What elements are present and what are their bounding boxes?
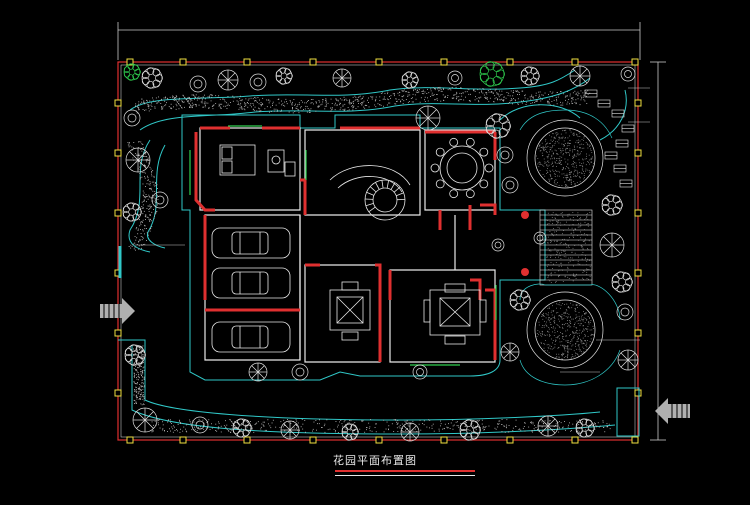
tree-icon (218, 70, 238, 90)
tree-icon (612, 272, 633, 293)
tree-icon (521, 67, 539, 85)
tree-icon (401, 423, 419, 441)
parking-area (212, 228, 290, 352)
tree-icon (600, 233, 624, 257)
circular-fountain-icon (520, 110, 620, 385)
tree-icon (249, 363, 267, 381)
tree-icon (538, 416, 558, 436)
entry-arrow-right-icon (617, 388, 690, 436)
tree-icon (621, 67, 635, 81)
structural-walls (196, 128, 495, 362)
tree-icon (602, 195, 623, 216)
tree-icon (497, 147, 513, 163)
spiral-stair-icon (330, 166, 410, 220)
tree-icon (126, 148, 150, 172)
exterior-walls (200, 128, 495, 362)
landscape-planting (123, 62, 638, 441)
tree-icon (618, 350, 638, 370)
tree-icon (492, 239, 504, 251)
tree-icon (413, 365, 427, 379)
drawing-title: 花园平面布置图 (300, 452, 450, 468)
house-outline (182, 115, 545, 380)
tree-icon (576, 419, 594, 437)
tree-icon (123, 203, 141, 221)
garden-path (118, 70, 626, 434)
tree-icon (142, 68, 163, 89)
tree-icon (292, 364, 308, 380)
tree-icon (333, 69, 351, 87)
tree-icon (416, 106, 440, 130)
bed-icon (220, 145, 295, 176)
tree-icon (501, 343, 519, 361)
tree-icon (250, 74, 266, 90)
stepping-stones (585, 90, 634, 187)
tree-icon (276, 68, 292, 85)
tree-icon (233, 419, 251, 437)
tree-icon (502, 177, 518, 193)
tree-icon (133, 408, 157, 432)
tree-icon (281, 421, 299, 439)
tree-icon (124, 110, 140, 126)
tree-icon (342, 424, 358, 441)
title-underline-red (335, 470, 475, 472)
tree-icon (486, 114, 511, 139)
sofa-set-icon (330, 282, 486, 344)
tree-icon (190, 76, 206, 92)
tree-icon (570, 66, 590, 86)
round-dining-table-icon (431, 138, 493, 197)
tree-icon (152, 192, 168, 208)
tree-icon (402, 72, 418, 89)
tree-icon (448, 71, 462, 85)
tree-icon (124, 64, 140, 81)
title-underline-white (335, 475, 475, 476)
green-partition-lines (190, 126, 496, 365)
tree-icon (480, 62, 505, 87)
car-icon (212, 322, 290, 352)
car-icon (212, 268, 290, 298)
car-icon (212, 228, 290, 258)
